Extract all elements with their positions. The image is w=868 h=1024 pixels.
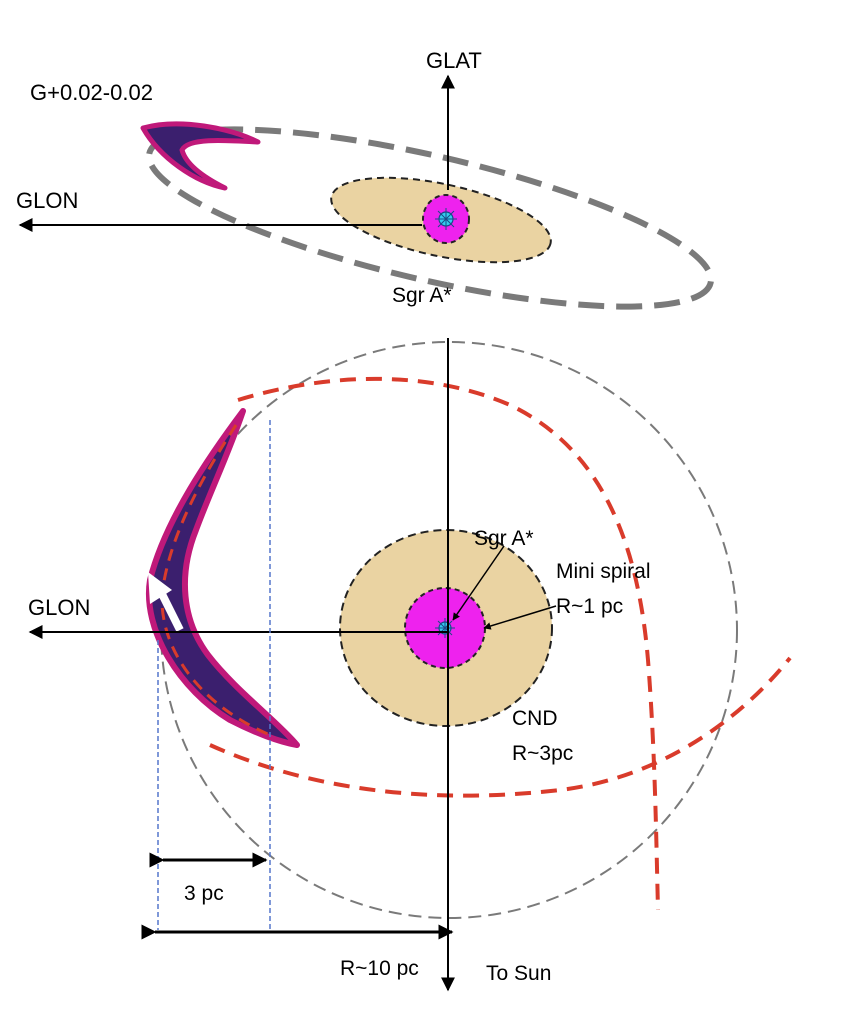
glon-label-bottom: GLON	[28, 595, 90, 620]
cloud-label: G+0.02-0.02	[30, 80, 153, 105]
arrow-icon	[148, 572, 184, 632]
glat-label: GLAT	[426, 48, 482, 73]
sgr-a-label-top: Sgr A*	[392, 284, 452, 307]
cnd-radius-label: R~3pc	[512, 742, 573, 765]
minispiral-pointer	[483, 605, 557, 630]
orbit-ellipse-grey	[146, 126, 714, 310]
glon-label-top: GLON	[16, 188, 78, 213]
sgr-a-pointer	[452, 545, 505, 621]
cloud-crescent-bottom	[145, 408, 300, 748]
sgr-a-label-bottom: Sgr A*	[474, 527, 534, 550]
sun-label: To Sun	[486, 962, 551, 985]
sgr-a-star-icon	[435, 208, 457, 230]
radius-label: R~10 pc	[340, 957, 419, 980]
top-panel: G+0.02-0.02 GLAT GLON Sgr A*	[16, 48, 714, 310]
bottom-panel: GLON Sgr A* Mini spiral R~1 pc CND R~3pc…	[28, 338, 792, 992]
width-label: 3 pc	[184, 882, 224, 905]
sgr-a-star-icon	[435, 618, 455, 638]
minispiral-radius-label: R~1 pc	[556, 595, 623, 618]
orbit-red	[209, 376, 792, 911]
cnd-label: CND	[512, 707, 558, 730]
cloud-crescent-top	[140, 121, 261, 191]
minispiral-label: Mini spiral	[556, 560, 651, 583]
